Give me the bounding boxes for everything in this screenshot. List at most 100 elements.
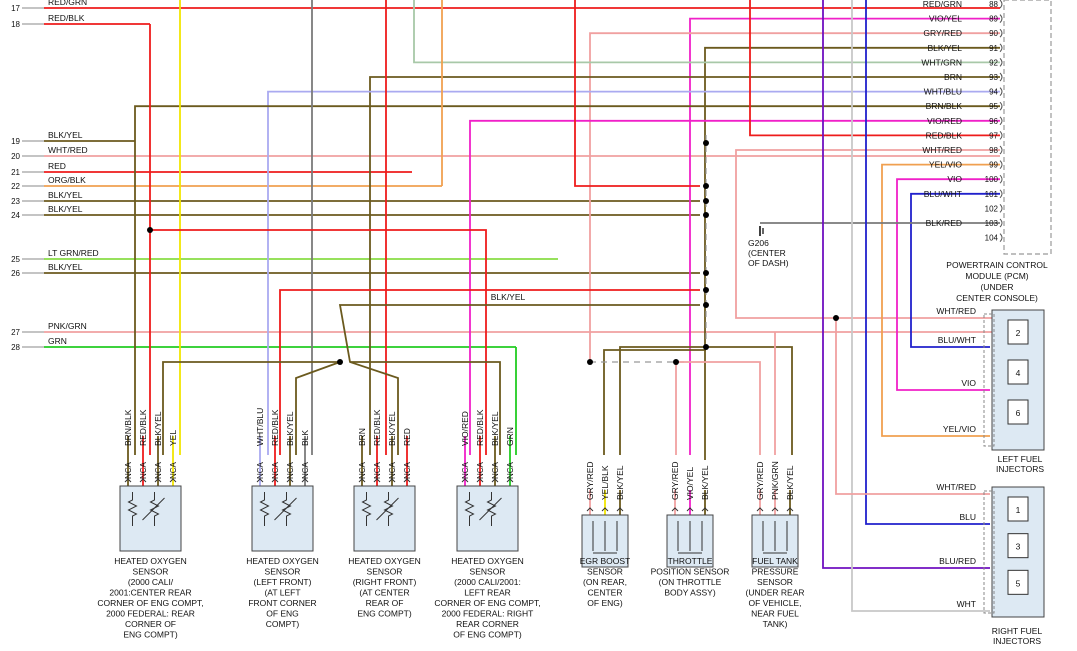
sensor-box <box>251 485 314 552</box>
sensor-wire-label: RED/BLK <box>475 409 485 446</box>
pcm-pin-number: 99 <box>989 161 998 170</box>
pcm-pin <box>999 14 1003 23</box>
sensor-pin-label: NCA <box>403 461 412 479</box>
connector-pin <box>256 478 264 483</box>
sensor-caption: REAR OF <box>366 598 404 608</box>
pcm-pin <box>999 58 1003 67</box>
pcm-wire-label: VIO <box>947 174 962 184</box>
injector-connector <box>983 313 995 447</box>
pcm-pin-number: 88 <box>989 0 998 9</box>
wire-vio-yel <box>689 17 1000 455</box>
pcm-wire-label: BRN <box>944 72 962 82</box>
sensor-wire-label: GRY/RED <box>585 461 595 500</box>
sensor-internal <box>762 521 788 551</box>
injector-wire-label: BLU/RED <box>939 556 976 566</box>
pcm-pin-number: 104 <box>985 234 999 243</box>
injector-coil <box>1007 359 1029 385</box>
variable-arrow <box>376 497 399 521</box>
injector-title: INJECTORS <box>993 636 1041 646</box>
connector-pin <box>124 478 132 483</box>
wire-wht <box>851 0 990 612</box>
pcm-pin <box>999 72 1003 82</box>
sensor-pin-label: NCA <box>139 461 148 479</box>
wire-vio-red <box>469 119 1000 455</box>
wire-blu-wht <box>910 192 1000 348</box>
injector-coil <box>1007 569 1029 595</box>
pcm-title: CENTER CONSOLE) <box>956 293 1038 303</box>
sensor-caption: (AT LEFT <box>264 588 300 598</box>
sensor-caption: OF VEHICLE, <box>749 598 802 608</box>
sensor-pin-label: NCA <box>358 461 367 479</box>
pcm-wire-label: RED/BLK <box>926 130 963 140</box>
sensor-caption: REAR CORNER <box>456 619 519 629</box>
pcm-wire-label: YEL/VIO <box>929 160 962 170</box>
sensor-wire-label: BLK/YEL <box>700 465 710 500</box>
wire-wht-grn <box>413 0 1000 64</box>
pcm-pin <box>999 43 1003 53</box>
injector-number: 4 <box>1016 368 1021 378</box>
injector-wire-label: YEL/VIO <box>943 424 976 434</box>
sensor-pin-label: NCA <box>154 461 163 479</box>
wire-blu-red <box>822 0 990 569</box>
pin-number: 17 <box>11 4 20 13</box>
sensor-wire-label: GRN <box>505 427 515 446</box>
sensor-wire-label: RED/BLK <box>270 409 280 446</box>
sensor-caption: 2000 FEDERAL: REAR <box>106 609 195 619</box>
sensor-pin-label: NCA <box>169 461 178 479</box>
connector-pin <box>139 478 147 483</box>
sensor-pin-label: NCA <box>373 461 382 479</box>
splice-dot <box>703 287 709 293</box>
pcm-title: (UNDER <box>980 282 1013 292</box>
variable-arrow <box>142 497 165 521</box>
sensor-wire-label: YEL/BLK <box>600 465 610 500</box>
sensor-caption: POSITION SENSOR <box>651 567 730 577</box>
injector-number: 3 <box>1016 542 1021 552</box>
wire-blk-yel-h <box>162 361 340 455</box>
wire-label: BLK/YEL <box>491 292 526 302</box>
connector-pin <box>286 478 294 483</box>
pcm-pin-number: 92 <box>989 58 998 67</box>
sensor-pin-label: NCA <box>124 461 133 479</box>
wire-label: RED/BLK <box>48 13 85 23</box>
pcm-pin-number: 98 <box>989 146 998 155</box>
sensor-caption: (RIGHT FRONT) <box>353 577 417 587</box>
sensor-caption: PRESSURE <box>752 567 799 577</box>
sensor-caption: FRONT CORNER <box>248 598 316 608</box>
splice-dot <box>703 302 709 308</box>
injector-number: 2 <box>1016 328 1021 338</box>
sensor-pin-label: NCA <box>301 461 310 479</box>
splice-dot <box>703 140 709 146</box>
connector-pin <box>403 478 411 483</box>
splice-dot <box>147 227 153 233</box>
pcm-wire-label: BLK/YEL <box>928 43 963 53</box>
wire-wht-blu <box>267 90 1000 455</box>
pcm-pin-number: 94 <box>989 88 998 97</box>
pcm-pin <box>999 116 1003 126</box>
splice-dot <box>337 359 343 365</box>
sensor-pin-label: NCA <box>271 461 280 479</box>
wire-blk-yel-h2 <box>350 361 501 455</box>
sensor-wire-label: WHT/BLU <box>255 408 265 446</box>
sensor-caption: (2000 CALI/ <box>128 577 174 587</box>
sensor-pin-label: NCA <box>476 461 485 479</box>
sensor-caption: OF ENG <box>266 609 299 619</box>
pcm-wire-label: VIO/YEL <box>929 14 962 24</box>
wire-label: BLK/YEL <box>48 130 83 140</box>
splice-dot <box>703 270 709 276</box>
pcm-pin-number: 103 <box>985 219 999 228</box>
sensor-caption: (AT CENTER <box>359 588 409 598</box>
connector-pin <box>671 507 679 512</box>
splice-dot <box>673 359 679 365</box>
splice-dot <box>703 198 709 204</box>
sensor-caption: FUEL TANK <box>752 556 798 566</box>
injector-number: 1 <box>1016 505 1021 515</box>
pcm-pin <box>999 131 1003 140</box>
pin-number: 23 <box>11 197 20 206</box>
sensor-caption: SENSOR <box>265 567 301 577</box>
injector-title: RIGHT FUEL <box>992 626 1043 636</box>
sensor-wire-label: VIO/RED <box>460 411 470 446</box>
sensor-internal <box>592 521 618 551</box>
connector-pin <box>601 507 609 512</box>
sensor-wire-label: GRY/RED <box>755 461 765 500</box>
connector-pin <box>358 478 366 483</box>
